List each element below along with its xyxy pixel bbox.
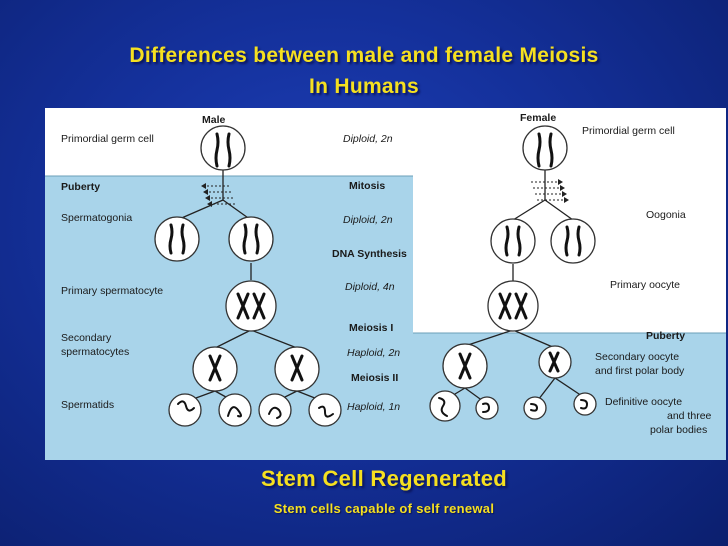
label-diploid-2n-b: Diploid, 2n <box>343 214 393 226</box>
title-line-2: In Humans <box>308 75 420 98</box>
label-mitosis: Mitosis <box>349 180 386 192</box>
label-spermatids: Spermatids <box>61 399 115 411</box>
label-meiosis-2: Meiosis II <box>351 372 399 384</box>
slide-title: Differences between male and female Meio… <box>0 40 728 102</box>
male-primary-spermatocyte <box>225 280 277 332</box>
male-header: Male <box>202 114 226 126</box>
spermatid-2 <box>218 393 252 427</box>
female-primordial-cell <box>522 125 568 171</box>
label-first-polar-body: and first polar body <box>595 365 685 377</box>
label-primordial-germ-cell-male: Primordial germ cell <box>61 133 154 145</box>
stem-cell-caption: Stem cells capable of self renewal <box>273 501 495 516</box>
label-and-three: and three <box>667 410 712 422</box>
label-puberty-male: Puberty <box>61 181 101 193</box>
label-spermatocytes: spermatocytes <box>61 346 130 358</box>
label-haploid-1n: Haploid, 1n <box>347 401 401 413</box>
male-spermatogonium-2 <box>228 216 274 262</box>
primary-oocyte <box>487 280 539 332</box>
label-primary-oocyte: Primary oocyte <box>610 279 681 291</box>
title-line-1: Differences between male and female Meio… <box>129 44 599 67</box>
oogonium-2 <box>550 218 596 264</box>
label-puberty-female: Puberty <box>646 330 686 342</box>
label-secondary-oocyte: Secondary oocyte <box>595 351 680 363</box>
label-meiosis-1: Meiosis I <box>349 322 394 334</box>
female-header: Female <box>520 112 557 124</box>
polar-body-1 <box>475 396 499 420</box>
label-dna-synthesis: DNA Synthesis <box>332 248 407 260</box>
label-polar-bodies: polar bodies <box>650 424 708 436</box>
label-diploid-4n: Diploid, 4n <box>345 281 395 293</box>
oogonium-1 <box>490 218 536 264</box>
label-primordial-germ-cell-female: Primordial germ cell <box>582 125 675 137</box>
spermatid-3 <box>258 393 292 427</box>
diagram-graphics <box>45 125 726 460</box>
male-primordial-cell <box>200 125 246 171</box>
polar-body-2 <box>523 396 547 420</box>
definitive-oocyte <box>429 390 461 422</box>
label-definitive-oocyte: Definitive oocyte <box>605 396 683 408</box>
polar-body-3 <box>573 392 597 416</box>
label-primary-spermatocyte: Primary spermatocyte <box>61 285 164 297</box>
meiosis-diagram: Male Female Primordial germ cell Puberty… <box>45 108 726 460</box>
label-oogonia: Oogonia <box>646 209 686 221</box>
stem-cell-heading: Stem Cell Regenerated <box>261 466 507 491</box>
label-haploid-2n: Haploid, 2n <box>347 347 401 359</box>
spermatid-1 <box>168 393 202 427</box>
label-spermatogonia: Spermatogonia <box>61 212 133 224</box>
label-secondary: Secondary <box>61 332 112 344</box>
male-spermatogonium-1 <box>154 216 200 262</box>
label-diploid-2n-a: Diploid, 2n <box>343 133 393 145</box>
